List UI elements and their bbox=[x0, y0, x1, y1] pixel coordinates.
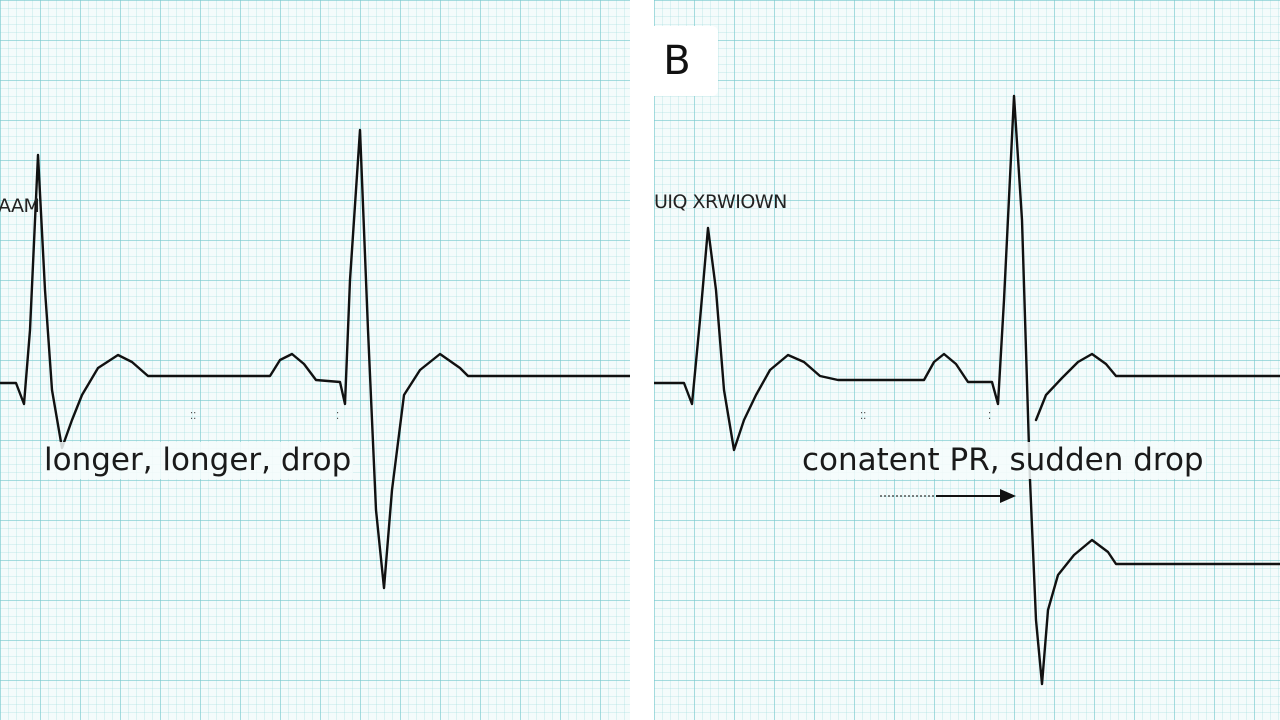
panel-b-annotation: conatent PR, sudden drop bbox=[800, 442, 1206, 480]
ecg-trace-b bbox=[654, 94, 1280, 686]
ecg-waveform-b-branch bbox=[1034, 352, 1280, 422]
panel-a-annotation: longer, longer, drop bbox=[42, 442, 354, 480]
panel-letter-b: B bbox=[636, 26, 718, 96]
ecg-panel-a: AAM ⁚⁚ ⁚ longer, longer, drop bbox=[0, 0, 630, 720]
arrow-icon bbox=[880, 489, 1016, 503]
tick-mark: ⁚ bbox=[988, 411, 992, 422]
panel-b-top-label: UIQ XRWIOWN bbox=[654, 191, 787, 213]
tick-mark: ⁚ bbox=[336, 411, 340, 422]
tick-mark: ⁚⁚ bbox=[190, 411, 197, 422]
ecg-waveform-b bbox=[654, 94, 1280, 686]
tick-mark: ⁚⁚ bbox=[860, 411, 867, 422]
panel-divider bbox=[630, 0, 654, 720]
ecg-panel-b: UIQ XRWIOWN ⁚⁚ ⁚ conatent PR, sudden dro… bbox=[654, 0, 1280, 720]
ecg-waveform-a bbox=[0, 128, 630, 590]
ecg-trace-a bbox=[0, 128, 630, 590]
panel-a-top-label: AAM bbox=[0, 195, 40, 217]
